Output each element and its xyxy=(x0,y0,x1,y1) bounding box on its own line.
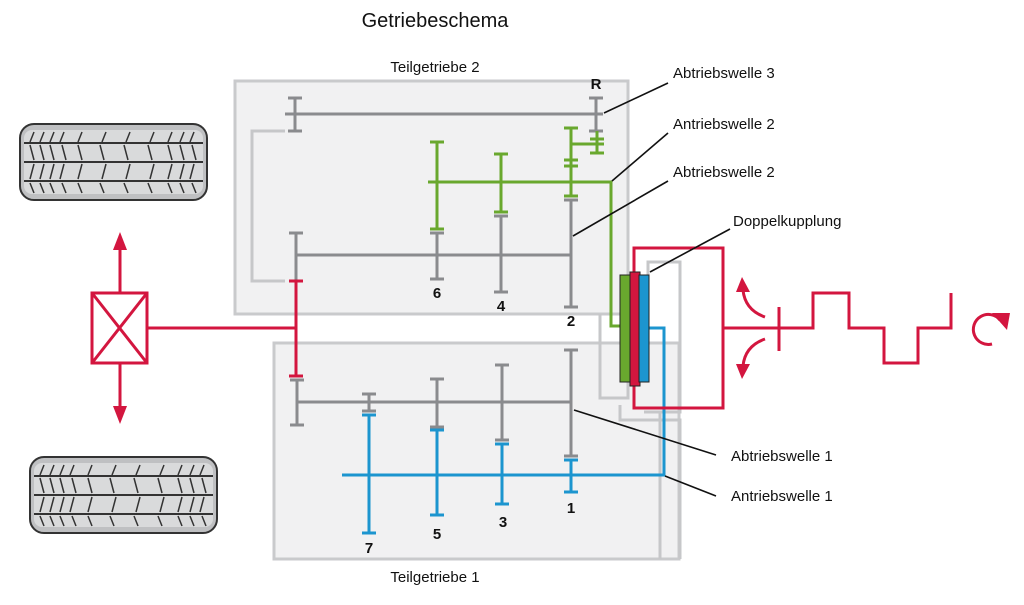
callout-antriebswelle-1: Antriebswelle 1 xyxy=(731,488,833,505)
input-shaft-1 xyxy=(342,326,666,535)
callout-antriebswelle-2: Antriebswelle 2 xyxy=(673,116,775,133)
callout-doppelkupplung: Doppelkupplung xyxy=(733,213,841,230)
gear-label-3: 3 xyxy=(499,514,507,531)
differential xyxy=(90,232,149,424)
gear-label-7: 7 xyxy=(365,540,373,557)
callout-abtriebswelle-1: Abtriebswelle 1 xyxy=(731,448,833,465)
tire-bottom xyxy=(29,456,218,534)
gear-label-reverse: R xyxy=(591,76,602,93)
callout-leaders xyxy=(572,82,731,497)
output-shaft-2 xyxy=(289,198,578,309)
output-shaft-3 xyxy=(285,96,604,155)
output-shaft-1 xyxy=(290,348,578,458)
engine-crankshaft xyxy=(723,277,953,379)
sub-transmission-1-box xyxy=(272,341,681,561)
callout-abtriebswelle-3: Abtriebswelle 3 xyxy=(673,65,775,82)
gear-label-5: 5 xyxy=(433,526,441,543)
sub-transmission-1-label: Teilgetriebe 1 xyxy=(390,569,479,586)
gear-label-2: 2 xyxy=(567,313,575,330)
sub-transmission-2-label: Teilgetriebe 2 xyxy=(390,59,479,76)
reverse-link xyxy=(250,129,285,283)
sub-transmission-2-box xyxy=(233,79,630,316)
rotation-icon xyxy=(971,312,1010,346)
gear-label-4: 4 xyxy=(497,298,506,315)
callout-abtriebswelle-2: Abtriebswelle 2 xyxy=(673,164,775,181)
drive-path xyxy=(148,279,303,378)
gear-label-1: 1 xyxy=(567,500,575,517)
diagram-title: Getriebeschema xyxy=(362,10,510,32)
tire-top xyxy=(19,123,208,201)
input-shaft-2 xyxy=(428,126,622,328)
gear-label-6: 6 xyxy=(433,285,441,302)
